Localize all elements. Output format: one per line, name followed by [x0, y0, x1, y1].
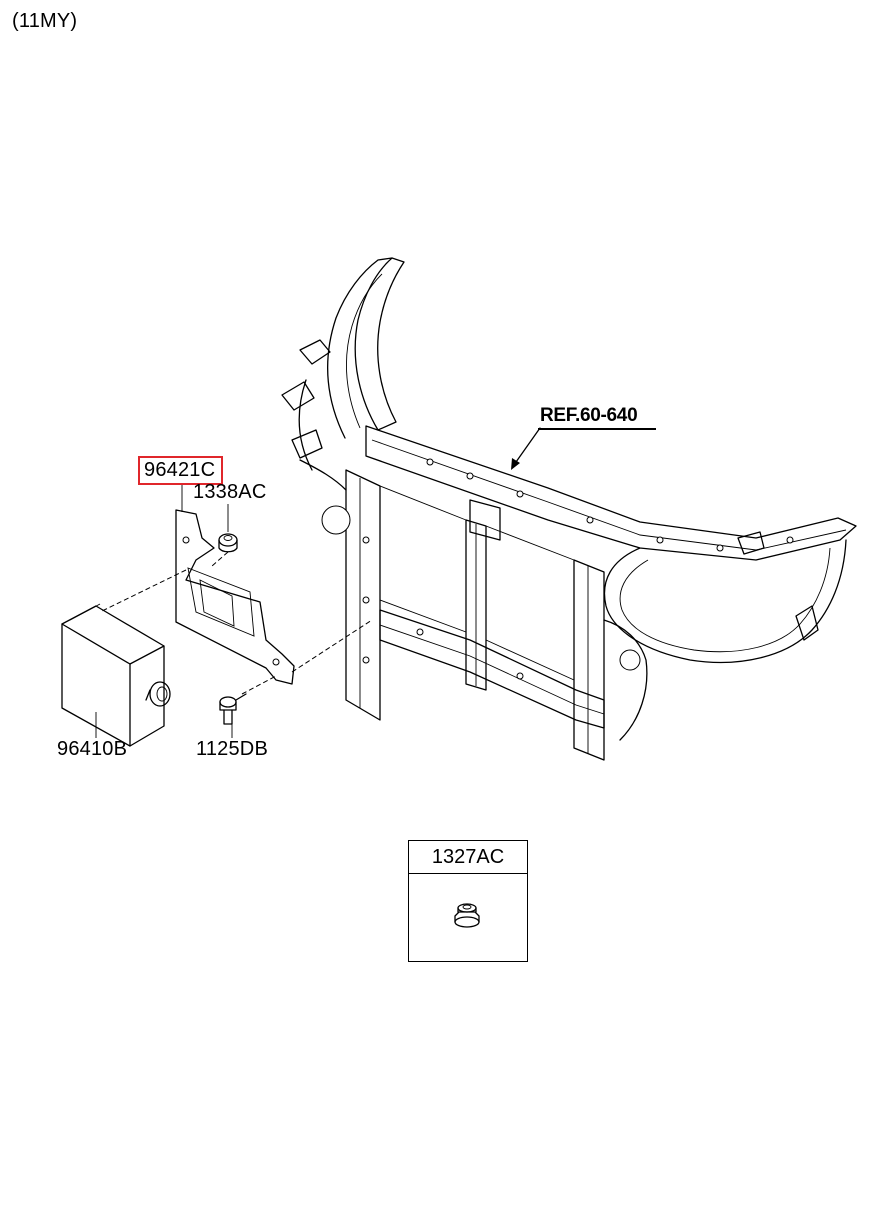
flange-bolt-1125db [219, 693, 247, 725]
callout-sensor-unit[interactable]: 96410B [57, 738, 128, 760]
callout-leaders [95, 483, 233, 738]
legend-box: 1327AC [408, 840, 528, 962]
callout-nut[interactable]: 1338AC [193, 481, 267, 503]
reference-label[interactable]: REF.60-640 [540, 405, 638, 426]
assembly-dashed-lines [99, 551, 373, 695]
model-year-label: (11MY) [12, 10, 78, 32]
flange-nut-icon [454, 903, 480, 928]
flange-nut-1338ac [218, 533, 238, 553]
reference-underline [538, 428, 656, 430]
radar-sensor-unit [61, 603, 171, 747]
front-end-module-carrier [281, 257, 857, 761]
legend-part-number[interactable]: 1327AC [409, 841, 527, 874]
ref-leader-arrow [511, 427, 541, 470]
callout-bolt[interactable]: 1125DB [196, 738, 268, 760]
radar-bracket [175, 509, 295, 685]
callout-bracket-highlighted[interactable]: 96421C [138, 456, 224, 485]
